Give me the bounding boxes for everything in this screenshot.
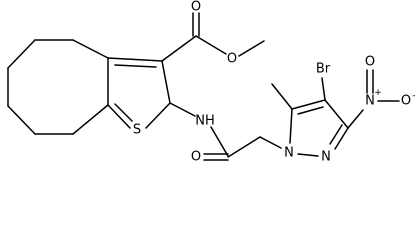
amide-nh-label: NH [195,114,215,129]
pyrazole-n1-label: N [284,146,294,161]
bond-ch2-n1 [259,136,282,149]
bond-c5-c4 [291,99,326,110]
ester-carbonyl-oxygen-label: O [191,0,201,15]
bond-c3-c3a-inner [114,64,157,68]
nitro-nitrogen-charge: + [374,88,382,98]
bond-n1-c5 [289,108,293,144]
nitro-nitrogen-label: N [365,94,375,109]
bond-c3-nitro-n [347,109,364,129]
bond-c5-c4-inner [297,106,324,115]
bond-ester-o-methyl [238,40,265,57]
bond-c4-br [321,77,326,101]
bond-c7a-s-inner [114,103,133,122]
bond-ester-c-o-single [195,35,227,55]
bond-ring8-3 [7,39,36,69]
bond-c2-s [145,102,171,129]
bond-carbonyl-ch2 [227,136,261,158]
amide-oxygen-label: O [191,150,201,165]
atom-labels: O O Br S NH O N + O O - N N [133,0,416,165]
ester-oxygen-label: O [227,52,237,67]
bond-c4-c3 [324,99,349,129]
bond-c3-n2-b [329,124,343,145]
bond-ring8-7 [72,104,109,135]
bond-c5-methyl [271,83,293,110]
bond-c3-n2-a [334,127,349,150]
bond-n2-n1 [297,153,319,157]
bond-nh-carbonyl [210,126,229,157]
thiophene-sulfur-label: S [133,123,141,138]
bonds [7,12,400,161]
bond-c3-c2 [161,60,171,104]
nitro-oxygen-top-label: O [365,55,375,70]
bond-c2-nh [169,102,196,117]
bromine-label: Br [316,62,331,77]
nitro-oxygen-right-label: O [401,94,411,109]
bond-s-c7a [107,104,131,129]
pyrazole-n2-label: N [321,150,331,165]
bond-c3-ester-c [161,35,197,62]
chemical-structure-diagram: O O Br S NH O N + O O - N N [7,0,416,165]
nitro-oxygen-charge: - [412,91,415,101]
bond-ring8-1 [72,39,109,59]
bond-ring8-5 [7,105,36,135]
bond-c3a-c3 [107,57,163,62]
